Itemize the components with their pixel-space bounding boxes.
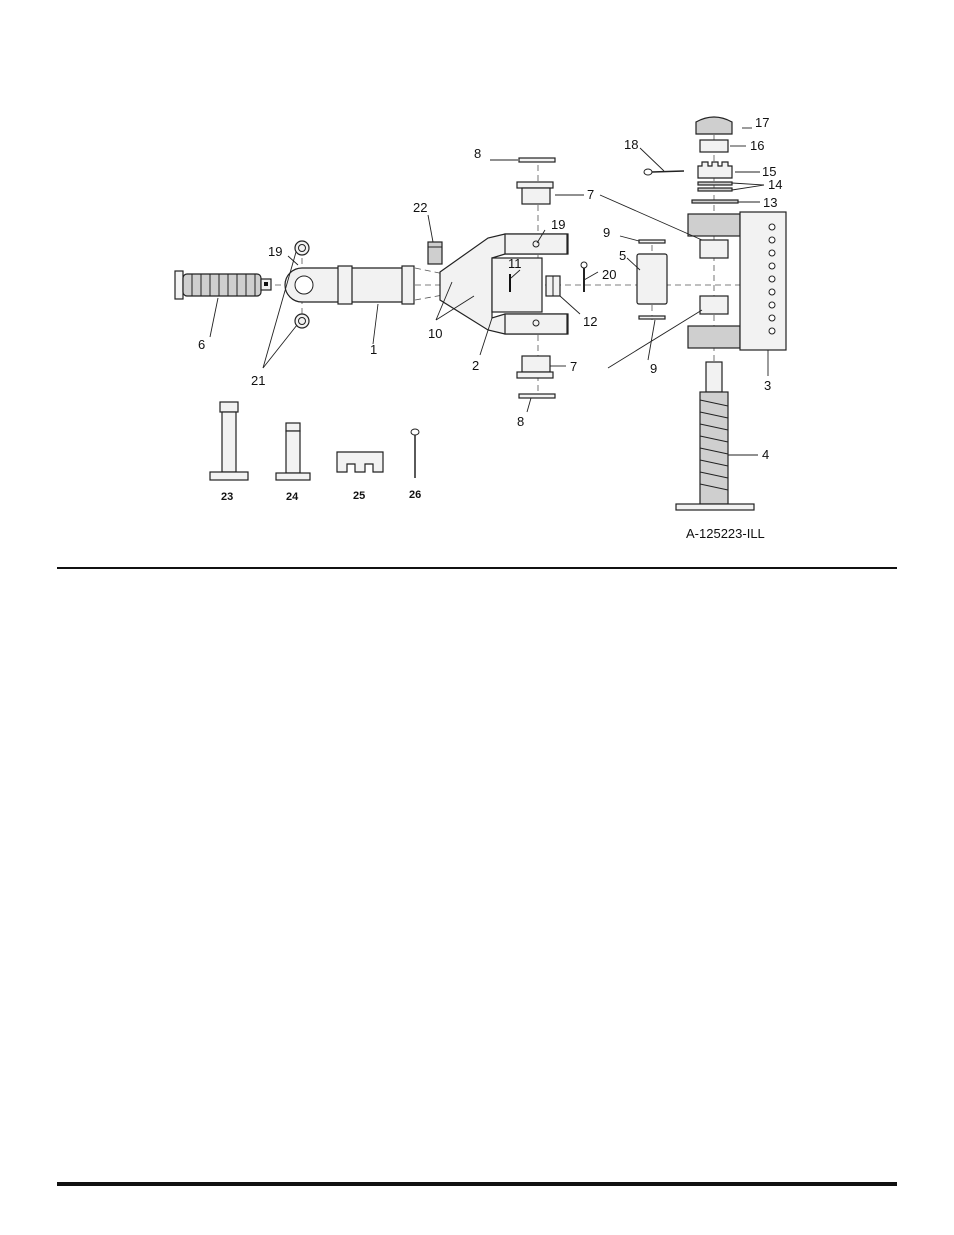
callout-labels: 1 2 3 4 5 6 7 7 8 8 9 9 10 11 12 13 14 1… — [198, 115, 782, 503]
part-6-screw-handle — [174, 270, 272, 300]
callout-18: 18 — [624, 137, 638, 152]
leader-lines — [209, 127, 769, 456]
part-26-cotter-pin — [410, 428, 420, 478]
callout-24: 24 — [286, 491, 299, 503]
part-18-cotter-pin — [643, 168, 685, 176]
callout-7-lower: 7 — [570, 359, 577, 374]
callout-14: 14 — [768, 177, 782, 192]
callout-23: 23 — [221, 491, 233, 503]
callout-9-upper: 9 — [603, 225, 610, 240]
part-5-9-roller — [636, 239, 668, 320]
part-22-sleeve — [427, 241, 443, 265]
part-3-jack-housing — [687, 211, 787, 351]
part-13-17-top-stack — [691, 116, 739, 204]
part-23-pin-long — [209, 401, 249, 481]
callout-13: 13 — [763, 195, 777, 210]
callout-25: 25 — [353, 490, 365, 502]
callout-15: 15 — [762, 164, 776, 179]
callout-8-lower: 8 — [517, 414, 524, 429]
part-24-pin-short — [275, 422, 311, 481]
callout-21: 21 — [251, 373, 265, 388]
exploded-parts-diagram: 1 2 3 4 5 6 7 7 8 8 9 9 10 11 12 13 14 1… — [174, 115, 787, 541]
top-divider-rule — [57, 567, 897, 569]
callout-9-lower: 9 — [650, 361, 657, 376]
callout-26: 26 — [409, 489, 421, 501]
callout-5: 5 — [619, 248, 626, 263]
part-12-block — [545, 275, 561, 297]
callout-19-right: 19 — [551, 217, 565, 232]
part-7-8-upper — [516, 157, 556, 205]
callout-12: 12 — [583, 314, 597, 329]
part-21-bushings — [294, 240, 310, 329]
callout-7-upper: 7 — [587, 187, 594, 202]
callout-4: 4 — [762, 447, 769, 462]
callout-19-left: 19 — [268, 244, 282, 259]
callout-1: 1 — [370, 342, 377, 357]
callout-17: 17 — [755, 115, 769, 130]
callout-6: 6 — [198, 337, 205, 352]
part-25-notched-block — [336, 451, 384, 473]
part-2-clevis-bracket — [439, 233, 569, 335]
callout-3: 3 — [764, 378, 771, 393]
callout-10: 10 — [428, 326, 442, 341]
callout-8-upper: 8 — [474, 146, 481, 161]
drawing-id: A-125223-ILL — [686, 526, 765, 541]
part-1-tongue-tube — [284, 265, 415, 305]
callout-20: 20 — [602, 267, 616, 282]
callout-22: 22 — [413, 200, 427, 215]
part-20-clip-pin — [580, 261, 588, 292]
part-4-jack-screw — [675, 361, 755, 511]
bottom-divider-rule — [57, 1182, 897, 1186]
part-7-8-lower — [516, 355, 556, 399]
callout-11: 11 — [508, 256, 522, 271]
callout-16: 16 — [750, 138, 764, 153]
callout-2: 2 — [472, 358, 479, 373]
